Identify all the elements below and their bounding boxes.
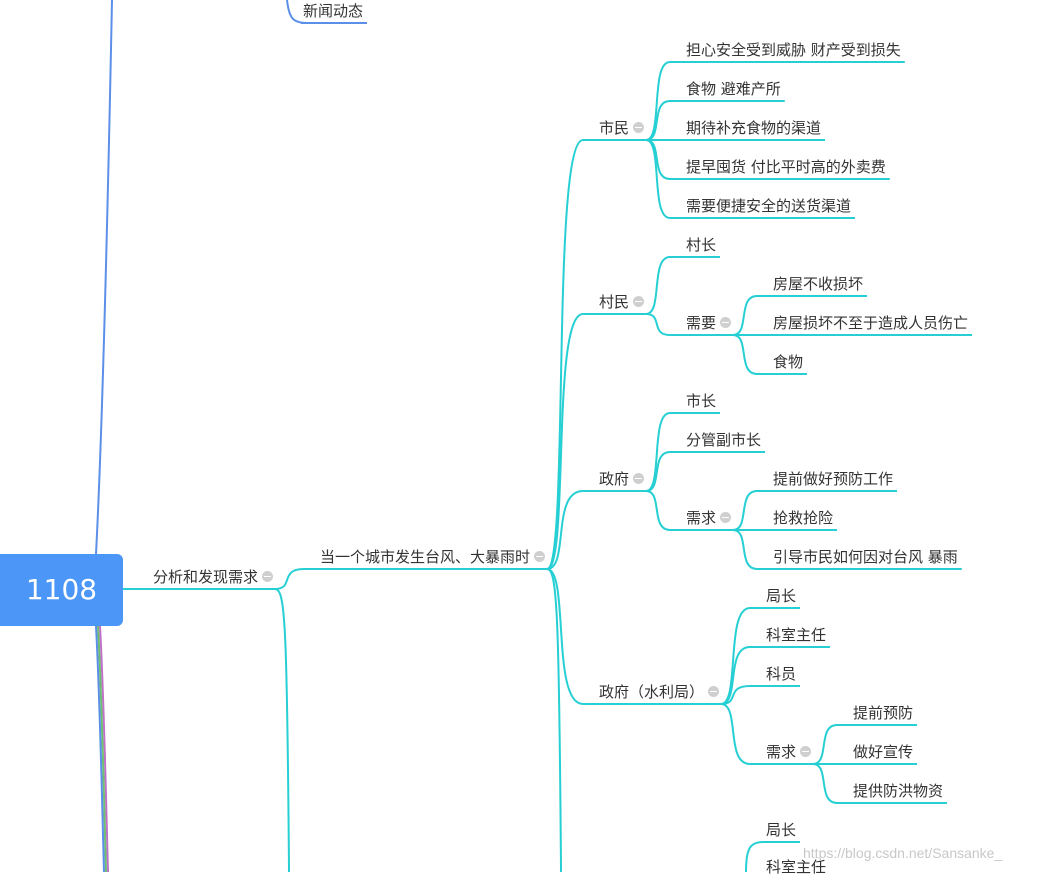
root-node[interactable]: 1108 <box>0 554 123 626</box>
node-citizens-label: 市民 <box>599 119 630 137</box>
branch-connector <box>645 490 684 531</box>
node-scenario[interactable]: 当一个城市发生台风、大暴雨时 <box>320 548 546 566</box>
branch-connector <box>745 841 765 872</box>
branch-connector <box>732 529 771 570</box>
node-villagers-needs[interactable]: 需要 <box>686 314 732 332</box>
watermark: https://blog.csdn.net/Sansanke_ <box>803 845 1003 861</box>
node-villagers-need-item[interactable]: 房屋不收损坏 <box>773 275 864 293</box>
branch-connector <box>732 295 771 336</box>
branch-connector <box>645 313 684 336</box>
node-villagers[interactable]: 村民 <box>599 293 645 311</box>
node-citizens-item[interactable]: 提早囤货 付比平时高的外卖费 <box>686 158 886 176</box>
node-citizens-item[interactable]: 担心安全受到威胁 财产受到损失 <box>686 41 901 59</box>
branch-connector <box>645 100 684 141</box>
collapse-icon[interactable] <box>720 512 732 523</box>
node-villagers-needs-label: 需要 <box>686 314 717 332</box>
branch-connector <box>812 724 851 765</box>
node-partial-item[interactable]: 局长 <box>766 821 797 839</box>
collapse-icon[interactable] <box>534 551 546 562</box>
node-government-item[interactable]: 市长 <box>686 392 717 410</box>
node-water-bureau-need-item[interactable]: 提供防洪物资 <box>853 782 944 800</box>
branch-connector <box>95 625 105 872</box>
collapse-icon[interactable] <box>720 317 732 328</box>
branch-connector <box>546 139 597 570</box>
node-villagers-need-item[interactable]: 房屋损坏不至于造成人员伤亡 <box>773 314 969 332</box>
branch-connector <box>720 685 764 705</box>
branch-connector <box>720 607 764 705</box>
branch-connector <box>286 0 308 24</box>
node-scenario-label: 当一个城市发生台风、大暴雨时 <box>320 548 531 566</box>
branch-connector <box>95 0 113 555</box>
node-government-label: 政府 <box>599 470 630 488</box>
node-citizens-item[interactable]: 需要便捷安全的送货渠道 <box>686 197 852 215</box>
collapse-icon[interactable] <box>708 686 720 697</box>
node-government-need-item[interactable]: 提前做好预防工作 <box>773 470 894 488</box>
collapse-icon[interactable] <box>800 746 812 757</box>
node-government-need-item[interactable]: 引导市民如何因对台风 暴雨 <box>773 548 958 566</box>
node-water-bureau-need-item[interactable]: 提前预防 <box>853 704 914 722</box>
branch-connector <box>99 625 109 872</box>
branch-connector <box>645 412 684 492</box>
node-villagers-item[interactable]: 村长 <box>686 236 717 254</box>
node-water-bureau-needs[interactable]: 需求 <box>766 743 812 761</box>
node-villagers-need-item[interactable]: 食物 <box>773 353 804 371</box>
node-water-bureau-label: 政府（水利局） <box>599 683 705 701</box>
branch-connector <box>645 256 684 315</box>
node-news-partial[interactable]: 新闻动态 <box>303 2 364 20</box>
node-analysis[interactable]: 分析和发现需求 <box>153 568 274 586</box>
collapse-icon[interactable] <box>633 122 645 133</box>
branch-connector <box>645 139 684 219</box>
node-citizens[interactable]: 市民 <box>599 119 645 137</box>
branch-connector <box>546 568 597 705</box>
node-water-bureau-need-item[interactable]: 做好宣传 <box>853 743 914 761</box>
node-citizens-item[interactable]: 食物 避难产所 <box>686 80 781 98</box>
branch-connector <box>720 703 764 765</box>
branch-connector <box>546 313 597 570</box>
branch-connector <box>720 646 764 705</box>
node-government[interactable]: 政府 <box>599 470 645 488</box>
node-government-needs[interactable]: 需求 <box>686 509 732 527</box>
collapse-icon[interactable] <box>633 473 645 484</box>
node-villagers-label: 村民 <box>599 293 630 311</box>
branch-connector <box>732 334 771 375</box>
collapse-icon[interactable] <box>633 296 645 307</box>
branch-connector <box>546 568 563 872</box>
node-water-bureau-needs-label: 需求 <box>766 743 797 761</box>
node-analysis-label: 分析和发现需求 <box>153 568 259 586</box>
node-government-needs-label: 需求 <box>686 509 717 527</box>
branch-connector <box>274 588 291 872</box>
node-water-bureau-item[interactable]: 局长 <box>766 587 797 605</box>
node-water-bureau[interactable]: 政府（水利局） <box>599 683 720 701</box>
branch-connector <box>645 451 684 492</box>
branch-connector <box>274 568 318 590</box>
branch-connector <box>812 763 851 804</box>
node-government-item[interactable]: 分管副市长 <box>686 431 762 449</box>
node-water-bureau-item[interactable]: 科室主任 <box>766 626 827 644</box>
branch-connector <box>97 625 107 872</box>
branch-connector <box>546 490 597 570</box>
branch-connector <box>732 490 771 531</box>
node-government-need-item[interactable]: 抢救抢险 <box>773 509 834 527</box>
node-water-bureau-item[interactable]: 科员 <box>766 665 797 683</box>
collapse-icon[interactable] <box>262 571 274 582</box>
branch-connector <box>645 61 684 141</box>
node-citizens-item[interactable]: 期待补充食物的渠道 <box>686 119 822 137</box>
